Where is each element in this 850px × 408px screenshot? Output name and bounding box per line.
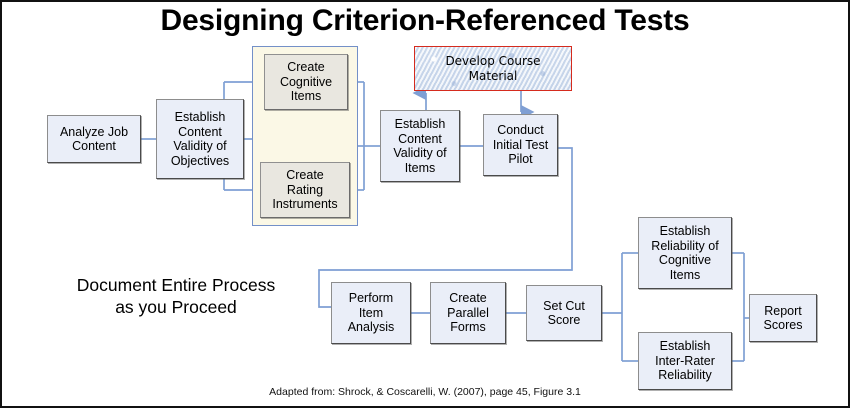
document-process-annotation: Document Entire Process as you Proceed	[40, 274, 312, 318]
source-credit: Adapted from: Shrock, & Coscarelli, W. (…	[269, 386, 581, 398]
annotation-line-1: Document Entire Process	[76, 275, 276, 295]
annotation-line-2: as you Proceed	[115, 297, 237, 317]
page-title: Designing Criterion-Referenced Tests	[160, 4, 690, 37]
